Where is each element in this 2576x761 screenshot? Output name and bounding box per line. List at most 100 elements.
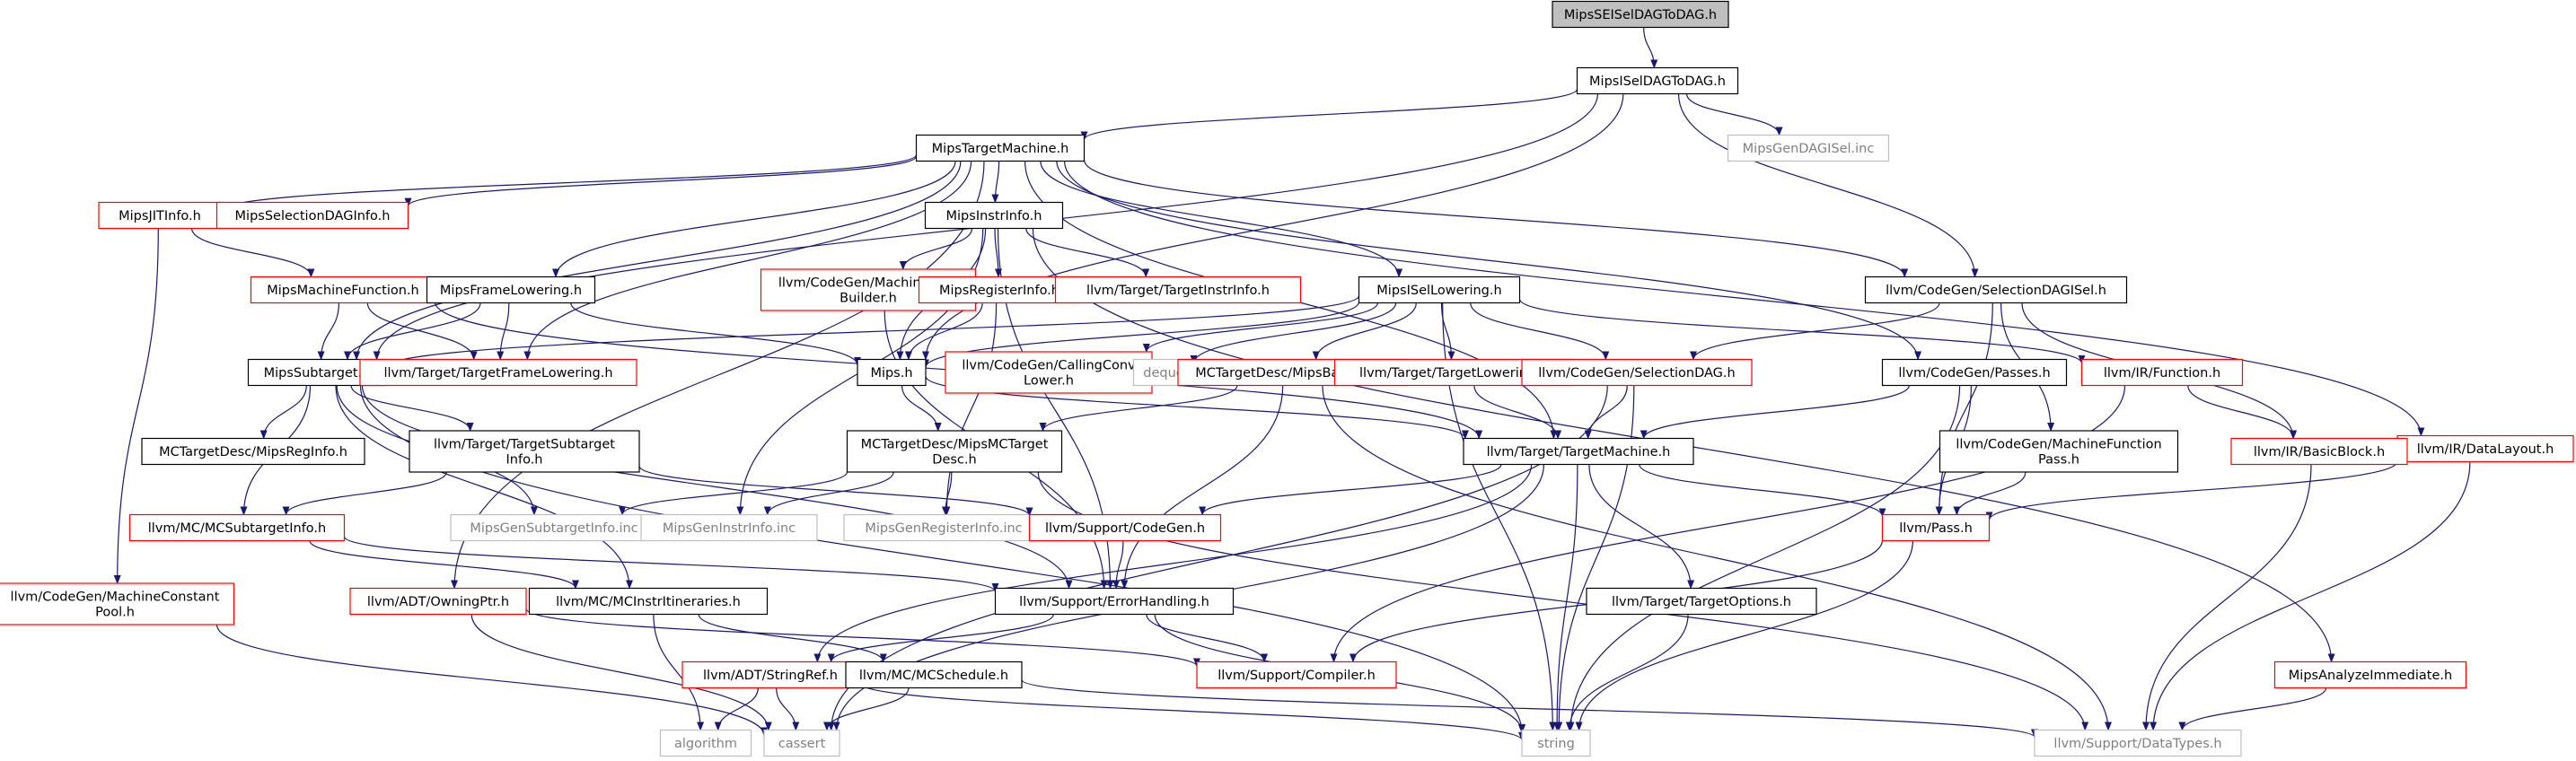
node-label: llvm/ADT/OwningPtr.h xyxy=(367,595,509,609)
node-datalayout[interactable]: llvm/IR/DataLayout.h xyxy=(2396,434,2574,463)
edge-targetsubtargetinfo-to-mcsubtargetinfo xyxy=(282,471,447,516)
edge-targetsubtargetinfo-to-supportcodegen xyxy=(638,466,1033,517)
node-genregisterinfo[interactable]: MipsGenRegisterInfo.inc xyxy=(843,513,1044,542)
node-machinefunction[interactable]: MipsMachineFunction.h xyxy=(250,276,436,304)
node-targetframelowering[interactable]: llvm/Target/TargetFrameLowering.h xyxy=(359,358,637,387)
node-framelowering[interactable]: MipsFrameLowering.h xyxy=(426,276,596,304)
edge-targetmachine-to-subtarget xyxy=(353,161,962,361)
node-cassert[interactable]: cassert xyxy=(763,729,840,757)
node-label: MipsISelLowering.h xyxy=(1376,284,1501,298)
node-registerinfo[interactable]: MipsRegisterInfo.h xyxy=(918,276,1081,304)
node-box xyxy=(359,358,637,387)
node-box xyxy=(640,513,818,542)
edge-isel-to-seldagisel xyxy=(1677,93,1979,278)
node-errorhandling[interactable]: llvm/Support/ErrorHandling.h xyxy=(994,587,1235,616)
edge-datalayout-to-pass xyxy=(1985,460,2398,521)
node-gensubtargetinfo[interactable]: MipsGenSubtargetInfo.inc xyxy=(450,513,658,542)
node-box xyxy=(409,430,640,473)
node-box xyxy=(250,276,436,304)
node-seldagisel[interactable]: llvm/CodeGen/SelectionDAGISel.h xyxy=(1864,276,2128,304)
edge-targetmachine-to-datalayout xyxy=(1064,161,2425,437)
node-supportcodegen[interactable]: llvm/Support/CodeGen.h xyxy=(1028,513,1222,542)
node-root[interactable]: MipsSEISelDAGToDAG.h xyxy=(1552,0,1729,29)
edge-owningptr-to-compiler xyxy=(525,608,1200,668)
node-label: llvm/MC/MCSchedule.h xyxy=(859,669,1008,683)
edge-mipsbaseinfo-to-mipsmctargetdesc xyxy=(1039,385,1238,432)
node-label: llvm/IR/Function.h xyxy=(2104,366,2220,380)
node-label: llvm/Target/TargetMachine.h xyxy=(1487,445,1671,459)
node-targetinstrinfo[interactable]: llvm/Target/TargetInstrInfo.h xyxy=(1054,276,1302,304)
node-box xyxy=(141,437,365,466)
node-algorithm[interactable]: algorithm xyxy=(659,729,752,757)
node-label: Pass.h xyxy=(2038,452,2079,467)
edges-layer xyxy=(113,27,2471,741)
node-function[interactable]: llvm/IR/Function.h xyxy=(2080,358,2244,387)
node-label: llvm/Pass.h xyxy=(1899,521,1973,536)
edge-seldagisel-to-pass xyxy=(1935,302,1993,516)
edge-targettargetmachine-to-pass xyxy=(1639,464,1886,518)
node-box xyxy=(2230,437,2408,466)
edge-subtarget-to-targetsubtargetinfo xyxy=(350,385,474,432)
node-analyzeimmediate[interactable]: MipsAnalyzeImmediate.h xyxy=(2273,660,2467,689)
node-seldaginfo[interactable]: MipsSelectionDAGInfo.h xyxy=(215,201,409,230)
edge-mipsmctargetdesc-to-geninstrinfo xyxy=(763,471,894,516)
node-label: Builder.h xyxy=(840,291,897,305)
node-isellowering[interactable]: MipsISelLowering.h xyxy=(1358,276,1521,304)
edge-instrinfo-to-machineinstrbuilder xyxy=(899,228,973,270)
edge-mipsmctargetdesc-to-genregisterinfo xyxy=(942,471,953,516)
node-selectiondag[interactable]: llvm/CodeGen/SelectionDAG.h xyxy=(1521,358,1753,387)
node-jitinfo[interactable]: MipsJITInfo.h xyxy=(98,201,222,230)
node-box xyxy=(763,729,840,757)
node-box xyxy=(349,587,527,616)
edge-mcinstritineraries-to-mcschedule xyxy=(698,614,887,663)
node-label: MipsJITInfo.h xyxy=(119,209,201,223)
node-label: llvm/MC/MCSubtargetInfo.h xyxy=(148,521,326,536)
node-label: MipsGenSubtargetInfo.inc xyxy=(470,521,637,536)
edge-framelowering-to-subtarget xyxy=(344,302,481,361)
node-label: llvm/Target/TargetFrameLowering.h xyxy=(383,366,612,380)
node-targetmachine[interactable]: MipsTargetMachine.h xyxy=(915,134,1086,162)
node-targettargetmachine[interactable]: llvm/Target/TargetMachine.h xyxy=(1463,437,1694,466)
node-passes[interactable]: llvm/CodeGen/Passes.h xyxy=(1881,358,2068,387)
node-isel[interactable]: MipsISelDAGToDAG.h xyxy=(1576,66,1739,95)
node-mcsubtargetinfo[interactable]: llvm/MC/MCSubtargetInfo.h xyxy=(128,513,346,542)
node-deque[interactable]: deque xyxy=(1132,358,1195,387)
node-label: cassert xyxy=(778,737,826,751)
node-box xyxy=(1521,729,1591,757)
edge-passes-to-string xyxy=(1567,385,1961,731)
node-box xyxy=(1881,513,1991,542)
node-gendagisel[interactable]: MipsGenDAGISel.inc xyxy=(1727,134,1890,162)
node-datatypes[interactable]: llvm/Support/DataTypes.h xyxy=(2034,729,2242,757)
node-label: MCTargetDesc/MipsRegInfo.h xyxy=(159,445,347,459)
node-mipsreginfo[interactable]: MCTargetDesc/MipsRegInfo.h xyxy=(141,437,365,466)
node-basicblock[interactable]: llvm/IR/BasicBlock.h xyxy=(2230,437,2408,466)
edge-isel-to-targetmachine xyxy=(1080,88,1578,141)
node-mcschedule[interactable]: llvm/MC/MCSchedule.h xyxy=(845,660,1023,689)
edge-targettargetmachine-to-string xyxy=(1553,464,1578,731)
node-compiler[interactable]: llvm/Support/Compiler.h xyxy=(1196,660,1397,689)
node-label: Mips.h xyxy=(870,366,912,380)
node-targetoptions[interactable]: llvm/Target/TargetOptions.h xyxy=(1586,587,1817,616)
node-pass[interactable]: llvm/Pass.h xyxy=(1881,513,1991,542)
node-label: MipsSubtarget.h xyxy=(264,366,371,380)
node-label: Lower.h xyxy=(1024,373,1074,388)
node-label: llvm/Target/TargetLowering.h xyxy=(1359,366,1548,380)
node-mipsh[interactable]: Mips.h xyxy=(857,358,927,387)
node-box xyxy=(1463,437,1694,466)
edge-mipsmctargetdesc-to-gensubtargetinfo xyxy=(619,471,848,516)
node-string[interactable]: string xyxy=(1521,729,1591,757)
edge-targetmachine-to-seldaginfo xyxy=(404,155,918,207)
node-stringref[interactable]: llvm/ADT/StringRef.h xyxy=(681,660,859,689)
node-owningptr[interactable]: llvm/ADT/OwningPtr.h xyxy=(349,587,527,616)
edge-mcsubtargetinfo-to-errorhandling xyxy=(343,536,999,592)
node-instrinfo[interactable]: MipsInstrInfo.h xyxy=(924,201,1064,230)
edge-isellowering-to-selectiondag xyxy=(1470,302,1610,361)
node-mcinstritineraries[interactable]: llvm/MC/MCInstrItineraries.h xyxy=(528,587,769,616)
edge-targetmachine-to-framelowering xyxy=(552,161,956,278)
node-geninstrinfo[interactable]: MipsGenInstrInfo.inc xyxy=(640,513,818,542)
